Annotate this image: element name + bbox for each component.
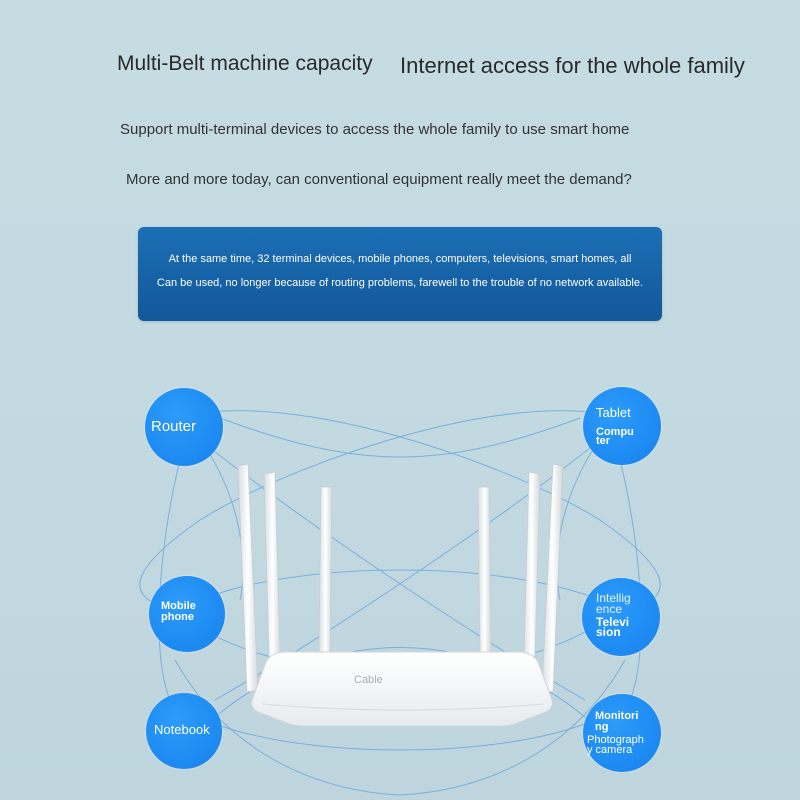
router-body bbox=[251, 651, 553, 727]
tablet-label: Tablet bbox=[596, 405, 631, 420]
headline-left: Multi-Belt machine capacity bbox=[117, 52, 373, 75]
tablet-computer-bubble: Tablet Compu ter bbox=[583, 387, 661, 465]
tv-label-a: Intellig bbox=[596, 591, 631, 605]
smart-tv-bubble: Intellig ence Televi sion bbox=[582, 578, 660, 656]
antenna bbox=[541, 463, 564, 693]
router-brand-label: Cable bbox=[354, 674, 383, 686]
camera-label-b: ng bbox=[595, 721, 609, 733]
camera-bubble: Monitori ng Photograph y camera bbox=[583, 694, 661, 772]
router-label: Router bbox=[151, 418, 197, 435]
antenna bbox=[237, 463, 259, 693]
router-bubble: Router bbox=[145, 388, 223, 466]
antenna bbox=[477, 486, 492, 653]
camera-label-d: y camera bbox=[587, 744, 633, 756]
computer-label-a: Compu bbox=[596, 426, 634, 438]
mobile-phone-bubble: Mobile phone bbox=[149, 576, 225, 652]
mobile-label-b: phone bbox=[161, 611, 194, 623]
camera-label-a: Monitori bbox=[595, 710, 639, 722]
intro-line-1: Support multi-terminal devices to access… bbox=[120, 121, 630, 138]
notebook-label: Notebook bbox=[154, 722, 210, 737]
antenna bbox=[318, 486, 333, 653]
banner-line-2: Can be used, no longer because of routin… bbox=[156, 277, 644, 289]
notebook-bubble: Notebook bbox=[146, 693, 222, 769]
tv-label-b: ence bbox=[596, 602, 623, 616]
router-image: Cable bbox=[237, 463, 564, 727]
intro-line-2: More and more today, can conventional eq… bbox=[126, 171, 632, 188]
tv-label-d: sion bbox=[596, 625, 621, 639]
info-banner: At the same time, 32 terminal devices, m… bbox=[138, 227, 662, 321]
tv-label-c: Televi bbox=[596, 615, 630, 629]
camera-label-c: Photograph bbox=[587, 734, 644, 746]
mobile-label-a: Mobile bbox=[161, 600, 196, 612]
banner-line-1: At the same time, 32 terminal devices, m… bbox=[168, 253, 632, 265]
computer-label-b: ter bbox=[596, 435, 611, 447]
headline-right: Internet access for the whole family bbox=[400, 53, 745, 78]
